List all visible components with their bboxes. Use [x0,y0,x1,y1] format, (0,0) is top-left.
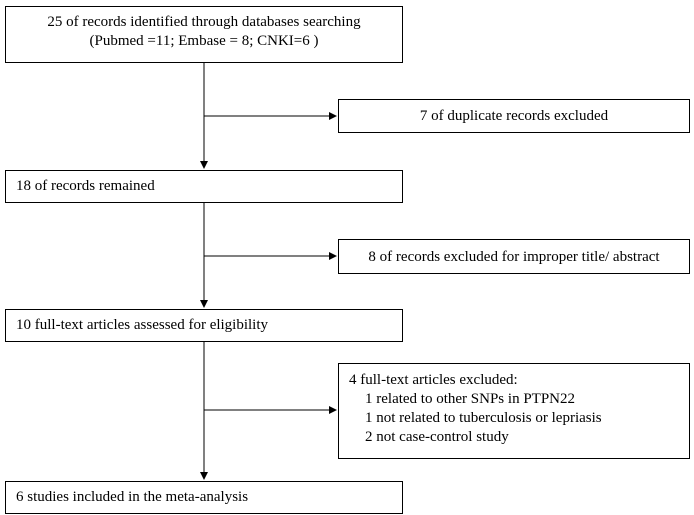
identified-records-text: 25 of records identified through databas… [47,14,361,30]
fulltext-excluded-box: 4 full-text articles excluded: 1 related… [338,363,690,459]
exclusion-reason-item: 1 not related to tuberculosis or leprias… [365,410,602,426]
studies-included-text: 6 studies included in the meta-analysis [16,489,249,505]
fulltext-assessed-text: 10 full-text articles assessed for eligi… [16,317,269,333]
records-remained-box: 18 of records remained [5,170,403,203]
exclusion-reason-item: 2 not case-control study [365,429,509,445]
duplicates-excluded-box: 7 of duplicate records excluded [338,99,690,133]
exclusion-reason-item: 1 related to other SNPs in PTPN22 [365,391,575,407]
identified-records-box: 25 of records identified through databas… [5,6,403,63]
database-breakdown-text: (Pubmed =11; Embase = 8; CNKI=6 ) [89,33,319,49]
fulltext-assessed-box: 10 full-text articles assessed for eligi… [5,309,403,342]
fulltext-excluded-header: 4 full-text articles excluded: [349,372,518,388]
records-remained-text: 18 of records remained [16,178,155,194]
title-abstract-excluded-box: 8 of records excluded for improper title… [338,239,690,274]
studies-included-box: 6 studies included in the meta-analysis [5,481,403,514]
title-abstract-excluded-text: 8 of records excluded for improper title… [368,249,660,265]
duplicates-excluded-text: 7 of duplicate records excluded [419,108,609,124]
